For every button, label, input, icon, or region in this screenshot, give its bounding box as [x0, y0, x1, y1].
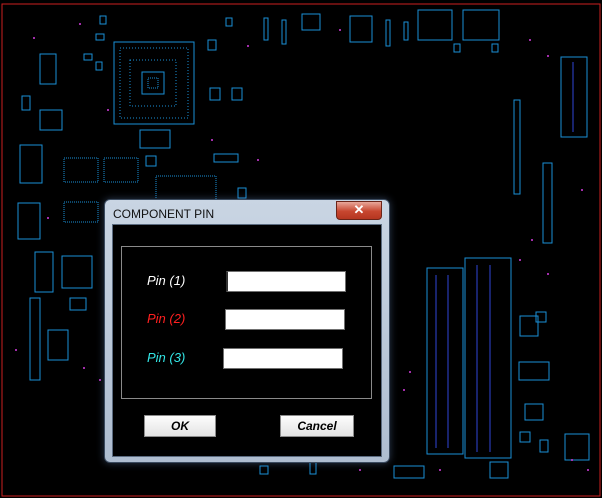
dialog-title: COMPONENT PIN	[113, 207, 215, 221]
pin-3-input[interactable]	[223, 348, 343, 369]
close-button[interactable]: ✕	[336, 201, 382, 220]
pin-3-label: Pin (3)	[147, 350, 186, 365]
dialog-client-area: Pin (1) Pin (2) Pin (3) OK Cancel	[112, 224, 382, 457]
pin-fields-group: Pin (1) Pin (2) Pin (3)	[121, 246, 372, 399]
close-icon: ✕	[353, 202, 365, 217]
board-outline	[1, 3, 601, 497]
component-footprints	[17, 9, 590, 479]
cancel-button[interactable]: Cancel	[280, 415, 354, 437]
pin-1-label: Pin (1)	[147, 273, 186, 288]
small-pads	[21, 15, 549, 475]
bga-chip	[113, 41, 195, 125]
pin-2-label: Pin (2)	[147, 311, 186, 326]
pin-1-input[interactable]	[226, 271, 346, 292]
ok-button[interactable]: OK	[144, 415, 216, 437]
via-dots	[15, 23, 589, 471]
component-pin-dialog: COMPONENT PIN ✕ Pin (1) Pin (2) Pin (3) …	[104, 199, 390, 463]
pin-2-input[interactable]	[225, 309, 345, 330]
ram-slot-lines	[435, 62, 574, 452]
